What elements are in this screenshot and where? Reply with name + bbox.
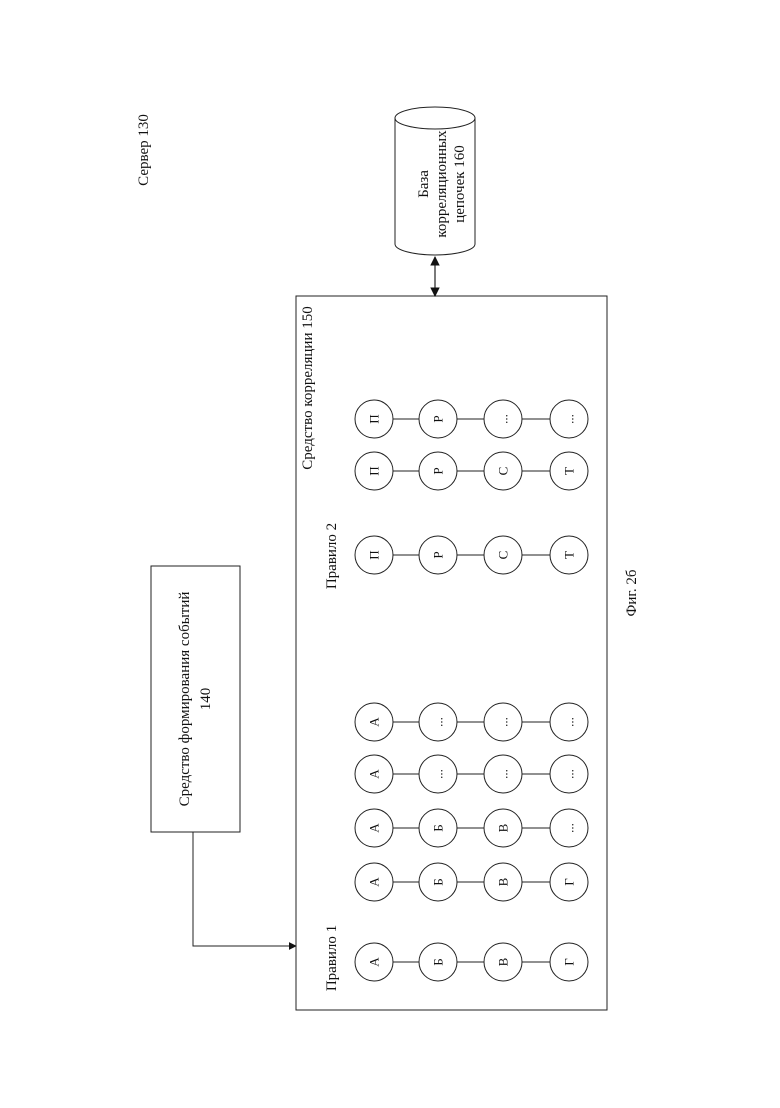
event-node-label: А bbox=[367, 769, 382, 779]
event-node-label: А bbox=[367, 717, 382, 727]
event-node-label: ... bbox=[496, 414, 511, 424]
event-node-label: ... bbox=[562, 414, 577, 424]
event-node-label: ... bbox=[431, 769, 446, 779]
event-node-label: П bbox=[367, 550, 382, 559]
event-node-label: С bbox=[496, 467, 511, 476]
database-label-line1: База bbox=[416, 170, 432, 198]
event-node-label: П bbox=[367, 466, 382, 475]
event-node-label: Т bbox=[562, 551, 577, 559]
event-node-label: В bbox=[496, 957, 511, 966]
event-node-label: Г bbox=[562, 958, 577, 966]
event-node-label: ... bbox=[431, 717, 446, 727]
event-node-label: В bbox=[496, 823, 511, 832]
event-node-label: Б bbox=[431, 958, 446, 965]
event-node-label: Б bbox=[431, 878, 446, 885]
rule1-chain: А Б В Г bbox=[355, 943, 588, 981]
event-node-label: ... bbox=[496, 717, 511, 727]
rule1-variant-3: А......... bbox=[355, 755, 588, 793]
figure-caption: Фиг. 2б bbox=[624, 569, 640, 616]
server-label: Сервер 130 bbox=[136, 114, 152, 186]
event-generator-label-line1: Средство формирования событий bbox=[177, 592, 193, 807]
event-node-label: Р bbox=[431, 467, 446, 474]
rule2-variant-2: П Р...... bbox=[355, 400, 588, 438]
event-node-label: А bbox=[367, 823, 382, 833]
database-label-line3: цепочек 160 bbox=[452, 145, 468, 223]
event-node-label: ... bbox=[562, 769, 577, 779]
event-node-label: Р bbox=[431, 551, 446, 558]
event-node-label: Г bbox=[562, 878, 577, 886]
event-node-label: Т bbox=[562, 467, 577, 475]
rule1-variant-1: А Б В Г bbox=[355, 863, 588, 901]
rule2-chain: П Р С Т bbox=[355, 536, 588, 574]
rule2-variant-1: П Р С Т bbox=[355, 452, 588, 490]
correlation-tool-label: Средство корреляции 150 bbox=[300, 306, 316, 469]
event-node-label: П bbox=[367, 414, 382, 423]
event-node-label: ... bbox=[496, 769, 511, 779]
event-generator-label-line2: 140 bbox=[198, 688, 214, 711]
event-flow-arrow bbox=[193, 832, 296, 946]
rule2-label: Правило 2 bbox=[324, 523, 340, 589]
chains-layer: АБВГАБВГАБВ...А.........А.........ПРСТПР… bbox=[355, 400, 588, 981]
event-node-label: В bbox=[496, 877, 511, 886]
database-label-line2: корреляционных bbox=[434, 130, 450, 238]
rule1-variant-4: А......... bbox=[355, 703, 588, 741]
event-node-label: ... bbox=[562, 823, 577, 833]
rule1-variant-2: А Б В... bbox=[355, 809, 588, 847]
event-node-label: А bbox=[367, 957, 382, 967]
event-node-label: Б bbox=[431, 824, 446, 831]
event-node-label: А bbox=[367, 877, 382, 887]
event-node-label: ... bbox=[562, 717, 577, 727]
event-generator-box bbox=[151, 566, 240, 832]
event-node-label: С bbox=[496, 551, 511, 560]
rule1-label: Правило 1 bbox=[324, 925, 340, 991]
event-node-label: Р bbox=[431, 415, 446, 422]
